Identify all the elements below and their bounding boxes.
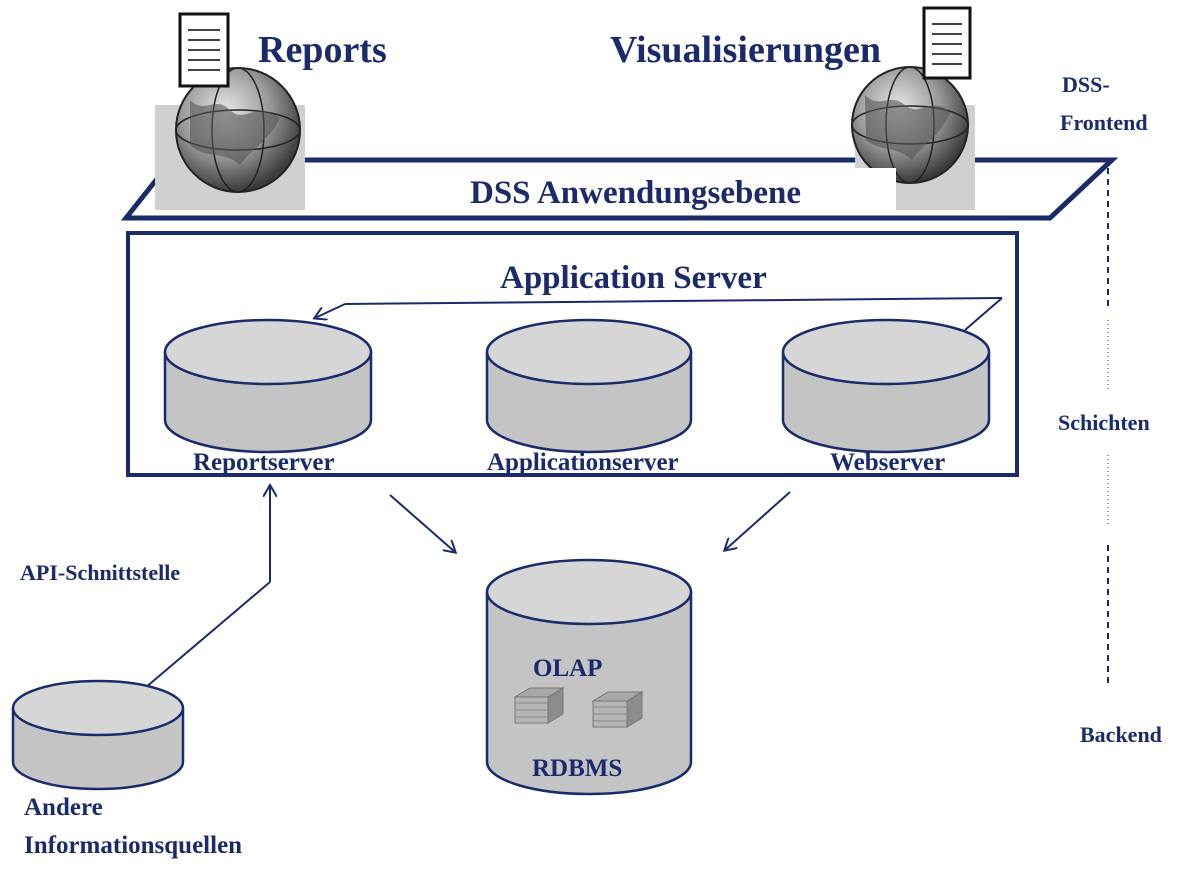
webserver-label: Webserver: [830, 449, 945, 476]
document-icon: [178, 12, 230, 88]
andere-label-line2: Informationsquellen: [24, 832, 242, 859]
rdbms-label: RDBMS: [532, 755, 622, 782]
dss-frontend-label-line1: DSS-: [1062, 72, 1110, 97]
reportserver-label: Reportserver: [193, 449, 335, 476]
visualisierungen-icon-group: [851, 6, 975, 210]
olap-cube-icon: [513, 687, 565, 724]
dss-frontend-label-line2: Frontend: [1060, 110, 1148, 135]
webserver-to-rdbms-arrow: [725, 491, 791, 550]
reportserver-to-rdbms-arrow: [389, 494, 455, 552]
application-server-box: [126, 231, 1019, 477]
webserver-to-reportserver-arrow: [315, 297, 1003, 331]
api-connection-arrow: [144, 486, 270, 689]
anwendungsebene-label: DSS Anwendungsebene: [470, 175, 801, 211]
document-icon: [922, 6, 972, 80]
andere-label-line1: Andere: [24, 794, 103, 821]
dss-application-layer-plane: [120, 157, 1119, 221]
reports-label: Reports: [258, 29, 387, 71]
globe-icon: [175, 67, 301, 193]
reports-icon-group: [155, 12, 305, 210]
webserver-cylinder: [781, 318, 991, 454]
reportserver-cylinder: [163, 318, 373, 454]
applicationserver-cylinder: [485, 318, 693, 454]
application-server-label: Application Server: [500, 260, 767, 296]
applicationserver-label: Applicationserver: [487, 449, 679, 476]
olap-label: OLAP: [533, 655, 602, 682]
visualisierungen-label: Visualisierungen: [610, 29, 881, 71]
api-schnittstelle-label: API-Schnittstelle: [20, 560, 180, 585]
backend-label: Backend: [1080, 722, 1162, 747]
schichten-label: Schichten: [1058, 410, 1150, 435]
olap-cube-icon: [591, 691, 644, 728]
other-sources-cylinder: [11, 679, 185, 791]
globe-icon: [851, 66, 969, 184]
rdbms-cylinder: [485, 558, 693, 796]
